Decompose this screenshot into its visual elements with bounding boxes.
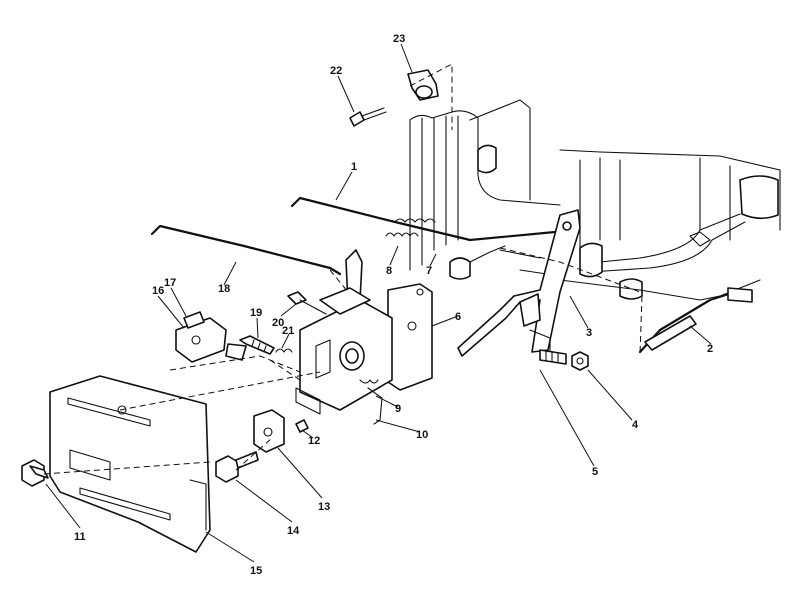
alignment-lines (43, 63, 643, 475)
callout-13: 13 (318, 501, 330, 513)
callout-4: 4 (632, 419, 639, 431)
detent-spring (367, 387, 383, 425)
leader-lines (45, 43, 712, 563)
choke-rod (638, 287, 753, 354)
callout-2: 2 (707, 343, 713, 355)
callout-22: 22 (330, 65, 342, 77)
callout-20: 20 (272, 317, 284, 329)
screw-20 (287, 291, 327, 315)
callout-15: 15 (250, 565, 262, 577)
spring-7 (469, 245, 506, 263)
governor-rod (290, 196, 557, 242)
throttle-control-assembly (295, 287, 393, 415)
callout-3: 3 (586, 327, 592, 339)
callout-5: 5 (592, 466, 598, 478)
cable-clamp (407, 69, 439, 101)
callout-11: 11 (74, 531, 86, 543)
screw-22 (349, 107, 387, 127)
spring-8 (385, 232, 419, 237)
callout-18: 18 (218, 283, 230, 295)
choke-bracket (175, 311, 247, 363)
throttle-link-rod (150, 224, 342, 276)
callout-7: 7 (426, 265, 432, 277)
spring-21 (275, 348, 293, 353)
callout-9: 9 (395, 403, 401, 415)
callout-21: 21 (282, 325, 294, 337)
callout-16: 16 (152, 285, 164, 297)
screw-12 (295, 419, 309, 433)
callout-1: 1 (351, 161, 357, 173)
callout-14: 14 (287, 525, 300, 537)
threaded-stud (539, 349, 567, 365)
callout-23: 23 (393, 33, 405, 45)
callout-19: 19 (250, 307, 262, 319)
hex-nut (571, 351, 589, 371)
callout-10: 10 (416, 429, 428, 441)
throttle-lever-bracket (457, 209, 581, 361)
cover-plate (49, 375, 211, 553)
callout-labels: 1 2 3 4 5 6 7 8 9 10 11 12 13 14 15 16 1… (74, 33, 713, 577)
callout-12: 12 (308, 435, 320, 447)
callout-17: 17 (164, 277, 176, 289)
callout-8: 8 (386, 265, 392, 277)
clamp-block (253, 409, 285, 453)
engine-housing (409, 99, 781, 301)
callout-6: 6 (455, 311, 461, 323)
hex-bolt-11 (21, 459, 49, 487)
screw-19 (239, 335, 275, 355)
